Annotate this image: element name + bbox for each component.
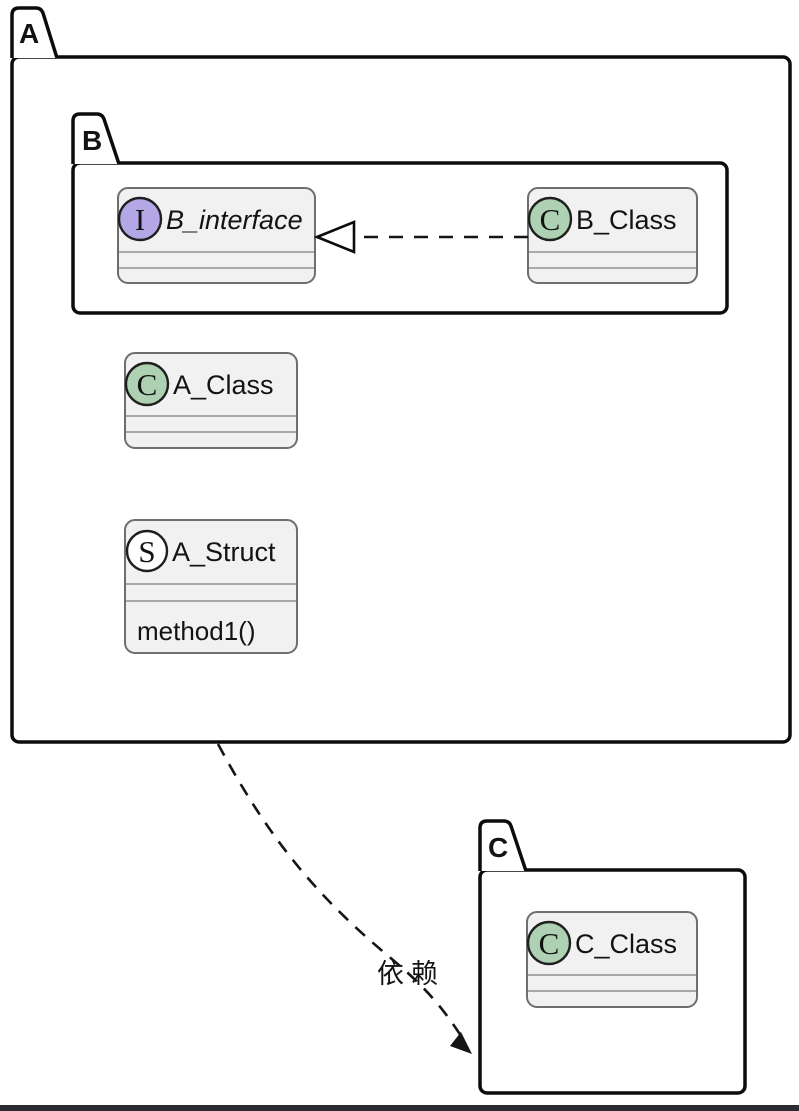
a-struct-badge-letter: S xyxy=(138,534,155,569)
package-b-label: B xyxy=(82,125,102,156)
b-interface-box xyxy=(117,187,316,284)
bottom-bar xyxy=(0,1105,799,1111)
dependency-label: 依赖 xyxy=(377,959,445,990)
interface-badge-letter: I xyxy=(135,202,145,237)
class-badge-icon xyxy=(527,196,573,242)
package-c-tab xyxy=(478,819,528,872)
class-node-a-class: C A_Class xyxy=(124,352,298,449)
dependency-dashed-curve xyxy=(216,743,467,1043)
a-class-name: A_Class xyxy=(173,370,274,400)
struct-badge-icon xyxy=(125,529,169,573)
b-interface-name: B_interface xyxy=(166,205,303,235)
a-struct-method: method1() xyxy=(137,616,256,646)
class-node-b-class: C B_Class xyxy=(527,187,698,284)
c-class-name: C_Class xyxy=(575,929,677,959)
package-a-label: A xyxy=(19,18,39,49)
realization-edge xyxy=(313,220,528,254)
a-struct-name: A_Struct xyxy=(172,537,276,567)
realization-hollow-triangle xyxy=(313,220,356,254)
class-node-a-struct: S A_Struct method1() xyxy=(124,519,298,654)
package-a-tab xyxy=(10,6,59,59)
dependency-arrowhead xyxy=(450,1032,472,1054)
b-class-name: B_Class xyxy=(576,205,677,235)
interface-badge-icon xyxy=(117,196,163,242)
dependency-edge: 依赖 xyxy=(216,743,472,1054)
class-node-b-interface: I B_interface xyxy=(117,187,316,284)
c-class-badge-letter: C xyxy=(539,926,560,961)
package-b-tab xyxy=(71,112,121,165)
b-class-badge-letter: C xyxy=(540,202,561,237)
class-badge-icon xyxy=(124,361,170,407)
a-class-badge-letter: C xyxy=(137,367,158,402)
a-class-box xyxy=(124,352,298,449)
class-badge-icon xyxy=(526,920,572,966)
package-c-label: C xyxy=(488,832,508,863)
class-node-c-class: C C_Class xyxy=(526,911,698,1008)
